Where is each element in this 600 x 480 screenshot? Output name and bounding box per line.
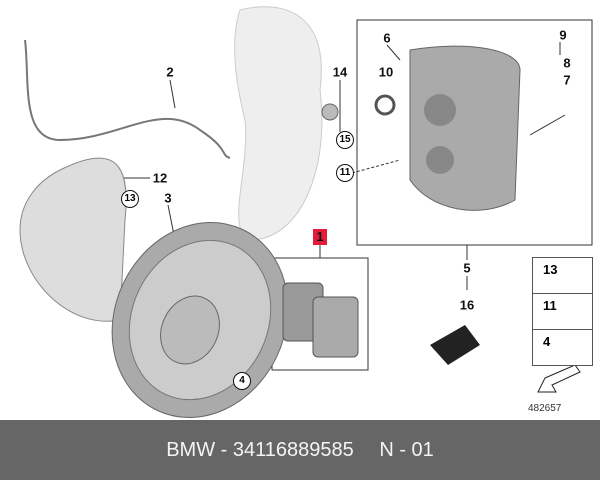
callout-10[interactable]: 10 [378, 64, 394, 80]
part-note: N - 01 [379, 439, 434, 461]
brake-caliper [409, 45, 521, 211]
diagram-drawing [19, 6, 593, 418]
legend-item-4: 4 [532, 329, 593, 366]
callout-6[interactable]: 6 [383, 30, 391, 46]
steering-knuckle [234, 6, 323, 241]
callout-4[interactable]: 4 [233, 372, 251, 390]
callout-9[interactable]: 9 [559, 27, 567, 43]
callout-1-highlighted[interactable]: 1 [313, 229, 327, 245]
callout-5[interactable]: 5 [463, 260, 471, 276]
diagram-number: 482657 [528, 403, 562, 414]
legend-label: 11 [543, 298, 557, 313]
grease-packet [430, 325, 480, 365]
callout-11[interactable]: 11 [336, 164, 354, 182]
legend-item-13: 13 [532, 257, 593, 294]
callout-3[interactable]: 3 [164, 190, 172, 206]
legend-label: 4 [543, 334, 551, 349]
callout-7[interactable]: 7 [563, 72, 571, 88]
callout-16[interactable]: 16 [459, 297, 475, 313]
callout-12[interactable]: 12 [152, 170, 168, 186]
caliper-box [356, 19, 593, 246]
dust-shield [19, 157, 127, 322]
part-number: BMW - 34116889585 [166, 439, 354, 461]
legend-item-11: 11 [532, 293, 593, 330]
callout-8[interactable]: 8 [563, 55, 571, 71]
callout-14[interactable]: 14 [332, 64, 348, 80]
callout-2[interactable]: 2 [166, 64, 174, 80]
callout-15[interactable]: 15 [336, 131, 354, 149]
parts-diagram: 2 14 6 10 9 8 7 15 11 12 13 3 1 5 16 4 1… [19, 6, 593, 418]
legend-label: 13 [543, 262, 558, 277]
callout-13[interactable]: 13 [121, 190, 139, 208]
footer-bar: BMW - 34116889585 N - 01 [0, 420, 600, 480]
